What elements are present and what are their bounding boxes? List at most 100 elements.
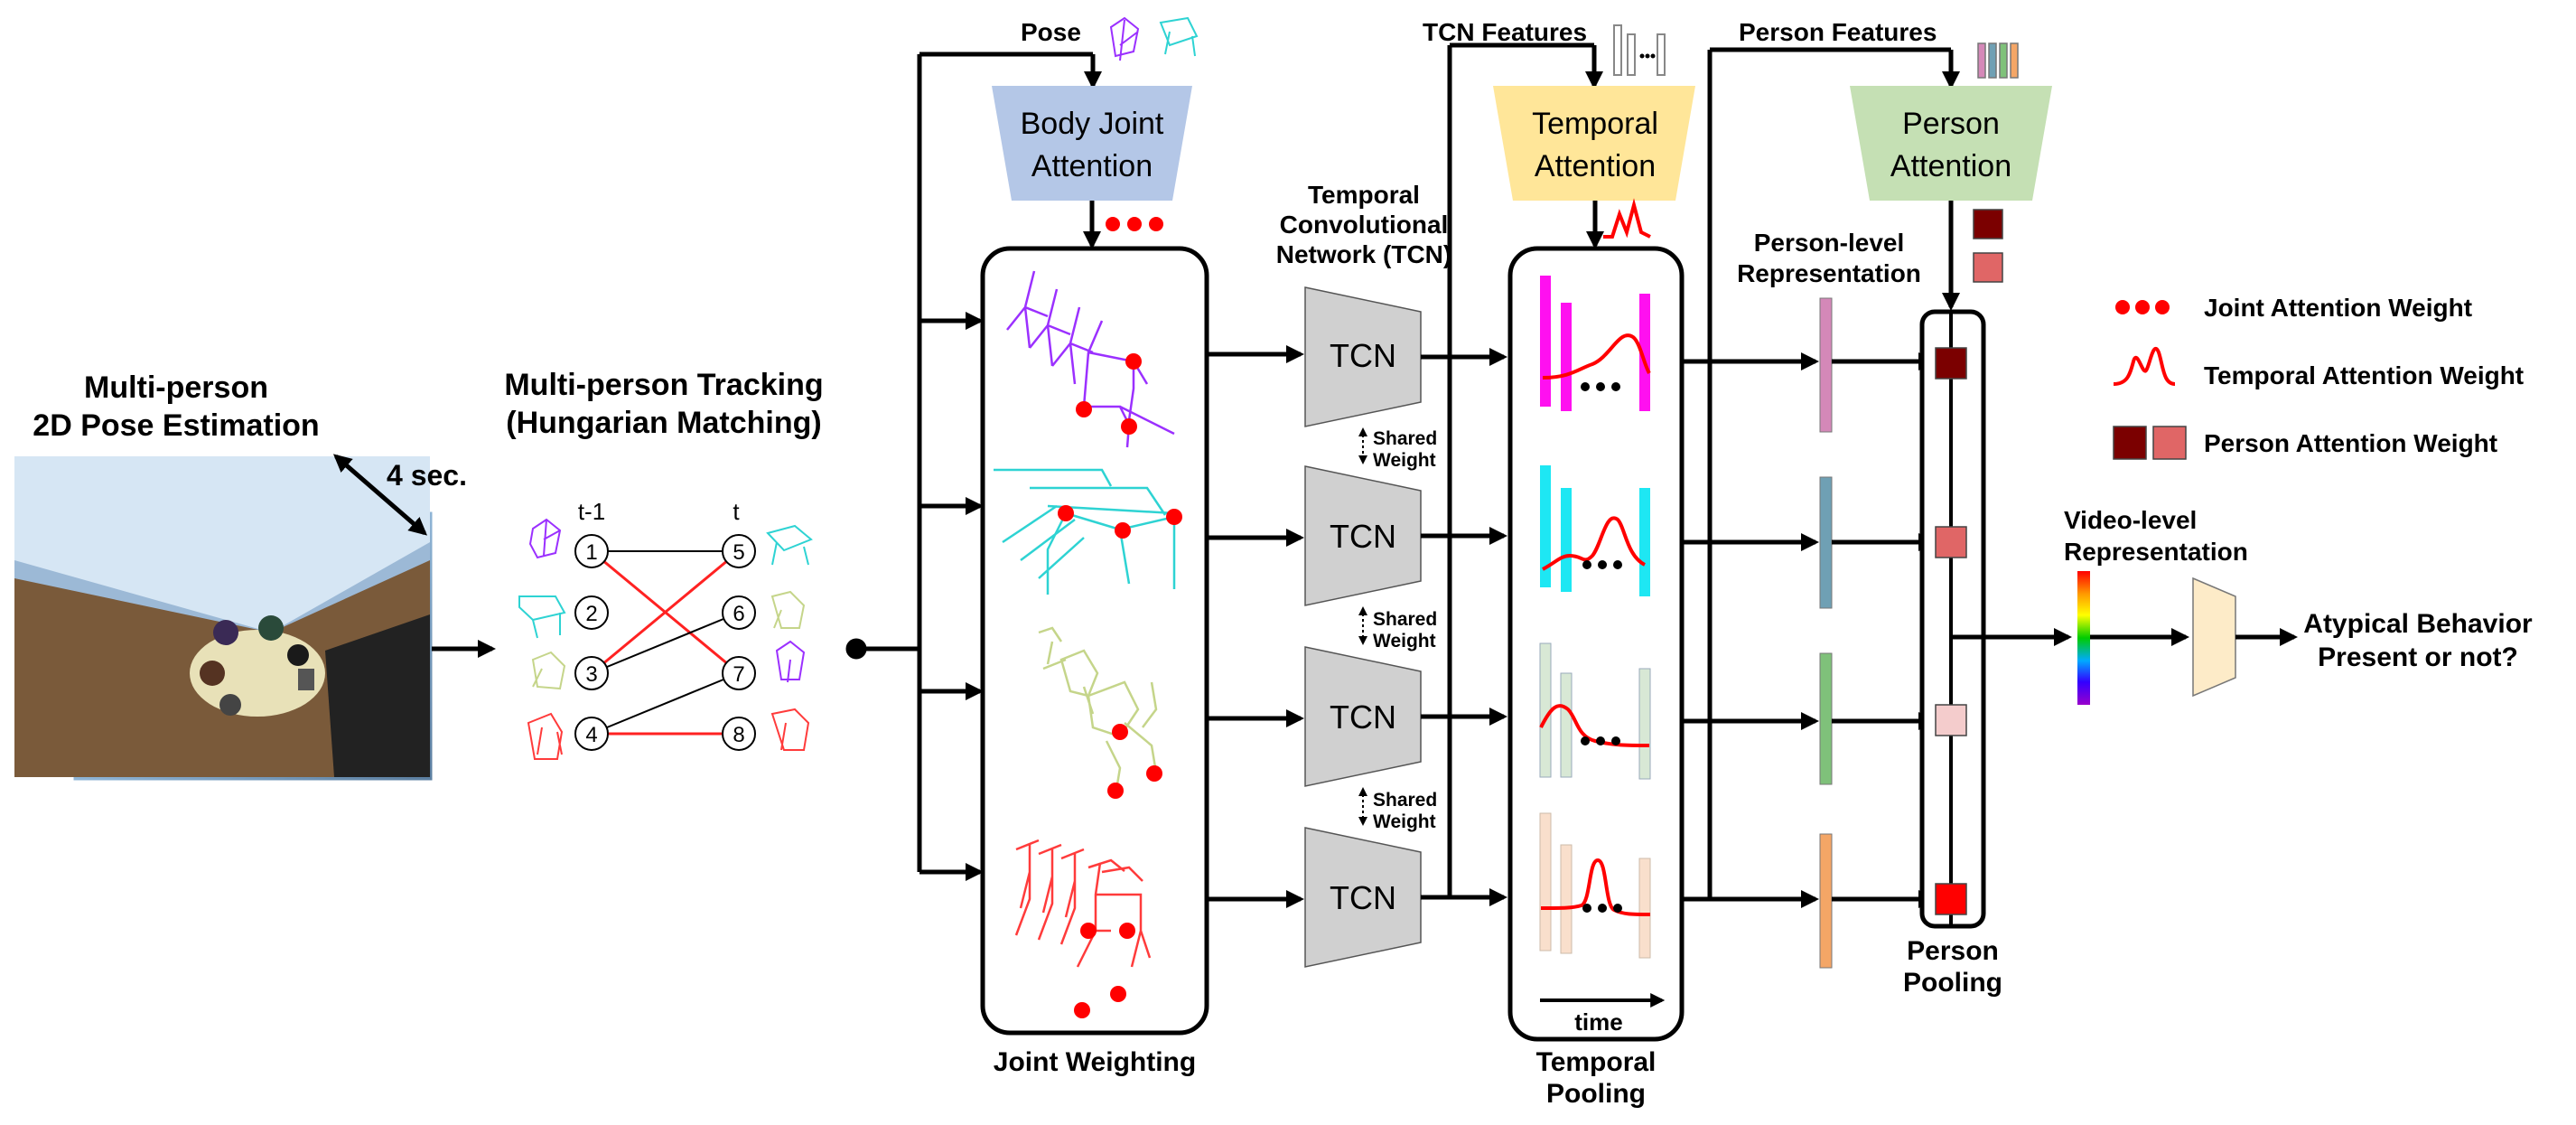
person-weight-dark-icon [1973, 209, 2003, 239]
tracked-pose-icons [518, 518, 813, 760]
temporal-row-4 [1539, 812, 1651, 959]
person-to-pooling-arrows [1832, 352, 1937, 908]
classifier-block [2192, 577, 2236, 698]
tracking-curr-label: t [733, 498, 740, 525]
person-vector-4 [1819, 833, 1833, 969]
tcn-block-3: TCN [1304, 646, 1422, 787]
svg-text:Shared: Shared [1373, 790, 1437, 811]
temporal-attention-line1: Temporal [1532, 107, 1658, 141]
svg-text:2: 2 [585, 602, 597, 626]
pose-icons [1109, 16, 1199, 61]
person-vector-3 [1819, 652, 1833, 785]
svg-text:5: 5 [733, 540, 744, 565]
track-node-6: 6 [722, 595, 756, 630]
svg-text:3: 3 [585, 662, 597, 687]
person-weight-2 [1935, 526, 1967, 558]
person-attention-line1: Person [1902, 107, 2000, 141]
svg-text:7: 7 [733, 662, 744, 687]
tcn-block-4: TCN [1304, 827, 1422, 968]
temporal-attention: TCN Features Temporal Attention [1423, 18, 1695, 249]
pooling-to-person-arrows [1682, 47, 1960, 908]
track-node-8: 8 [722, 717, 756, 751]
duration-label: 4 sec. [387, 459, 467, 492]
tcn-block-2: TCN [1304, 465, 1422, 606]
track-node-4: 4 [574, 717, 609, 751]
person-vector-1 [1819, 297, 1833, 433]
joint-to-tcn-arrows [1207, 345, 1304, 908]
person-vector-2 [1819, 476, 1833, 609]
tracking-title-line2: (Hungarian Matching) [506, 406, 821, 440]
tracking-prev-label: t-1 [578, 498, 605, 525]
input-section: Multi-person 2D Pose Estimation [13, 370, 496, 783]
duration-arrow [332, 454, 428, 536]
distribution-bus [845, 52, 1102, 881]
track-node-2: 2 [574, 595, 609, 630]
temporal-attention-line2: Attention [1535, 149, 1656, 183]
temporal-pooling-line1: Temporal [1536, 1047, 1657, 1077]
tracking-section: Multi-person Tracking (Hungarian Matchin… [504, 368, 824, 760]
tcn-feature-icons [1613, 24, 1666, 76]
video-level-line1: Video-level [2064, 506, 2197, 534]
svg-text:Shared: Shared [1373, 428, 1437, 449]
svg-text:Temporal Attention Weight: Temporal Attention Weight [2204, 361, 2524, 389]
temporal-attention-curve-icon [1603, 198, 1651, 239]
svg-text:TCN: TCN [1330, 337, 1396, 374]
person-attention: Person Features Person Attention [1739, 18, 2052, 311]
tracking-title-line1: Multi-person Tracking [504, 368, 823, 402]
legend-temporal: Temporal Attention Weight [2113, 347, 2524, 389]
temporal-row-2 [1540, 465, 1650, 596]
legend: Joint Attention Weight Temporal Attentio… [2113, 294, 2524, 460]
temporal-pooling-line2: Pooling [1546, 1079, 1646, 1109]
skeleton-red [1014, 839, 1152, 968]
tcn-title-line2: Convolutional [1280, 211, 1449, 239]
skeleton-red-joints [1074, 923, 1135, 1018]
output-line2: Present or not? [2318, 642, 2518, 672]
temporal-pooling-panel: time Temporal Pooling [1507, 246, 1685, 1109]
temporal-row-3 [1539, 642, 1651, 780]
input-title-line2: 2D Pose Estimation [33, 408, 319, 443]
svg-text:1: 1 [585, 540, 597, 565]
joint-weighting-label: Joint Weighting [994, 1047, 1196, 1077]
skeleton-olive-joints [1107, 724, 1162, 799]
svg-text:8: 8 [733, 723, 744, 747]
person-pooling-panel: Person Pooling [1903, 309, 2002, 998]
person-weight-1 [1935, 347, 1967, 380]
svg-text:Shared: Shared [1373, 609, 1437, 630]
person-level-representation: Person-level Representation [1737, 229, 1921, 969]
skeleton-purple-joints [1076, 353, 1142, 435]
skeleton-cyan-joints [1058, 505, 1182, 539]
svg-text:Weight: Weight [1373, 631, 1436, 652]
body-joint-attention-block [992, 86, 1192, 201]
shared-weight-1: Shared Weight [1358, 427, 1437, 471]
person-pooling-line1: Person [1907, 936, 1999, 966]
body-joint-attention: Pose Body Joint Attention [992, 16, 1199, 249]
tcn-title-line1: Temporal [1308, 181, 1420, 209]
tcn-section: Temporal Convolutional Network (TCN) TCN… [1276, 181, 1451, 968]
track-node-1: 1 [574, 534, 609, 568]
svg-text:4: 4 [585, 723, 597, 747]
joint-attention-dots [1106, 217, 1163, 231]
person-attention-block [1850, 86, 2052, 201]
video-level-section: Video-level Representation Atypical Beha… [1951, 506, 2533, 705]
body-joint-attention-line2: Attention [1031, 149, 1153, 183]
svg-text:TCN: TCN [1330, 698, 1396, 736]
pose-label: Pose [1021, 18, 1081, 46]
matching-edges [591, 549, 740, 736]
shared-weight-3: Shared Weight [1358, 787, 1437, 832]
video-level-line2: Representation [2064, 538, 2248, 566]
tcn-block-1: TCN [1304, 286, 1422, 427]
track-node-7: 7 [722, 656, 756, 690]
svg-text:Person Attention Weight: Person Attention Weight [2204, 429, 2497, 457]
video-frame-stack [13, 455, 435, 783]
tcn-title-line3: Network (TCN) [1276, 240, 1451, 268]
temporal-attention-block [1493, 86, 1695, 201]
tcn-to-pooling-arrows [1421, 42, 1603, 906]
person-weight-4 [1935, 883, 1967, 915]
person-pooling-line2: Pooling [1903, 968, 2002, 998]
tcn-features-label: TCN Features [1423, 18, 1587, 46]
person-attention-line2: Attention [1890, 149, 2011, 183]
track-node-5: 5 [722, 534, 756, 568]
svg-text:Weight: Weight [1373, 811, 1436, 832]
svg-text:TCN: TCN [1330, 879, 1396, 916]
